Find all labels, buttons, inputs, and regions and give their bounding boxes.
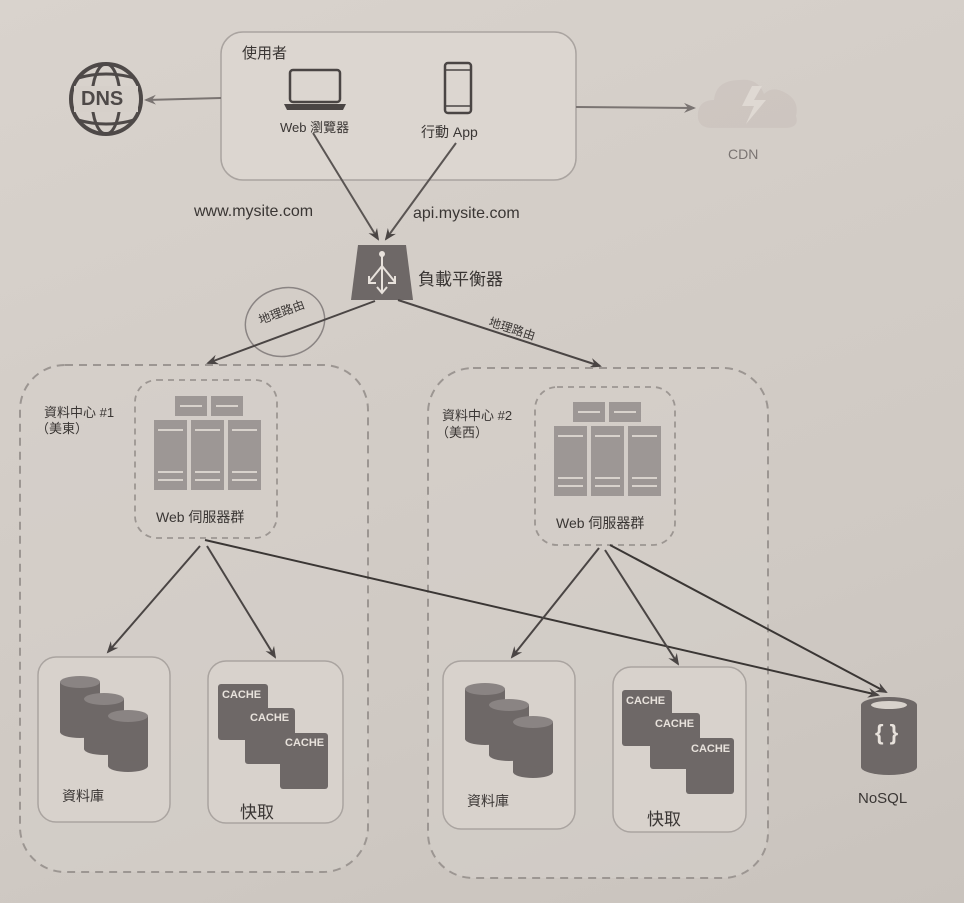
dc1-database-label[interactable]: 資料庫 [62, 788, 104, 804]
dc1-database-icon [60, 676, 148, 772]
datacenter-2-title: 資料中心 #2 [442, 408, 513, 423]
dc1-server-rack-icon [154, 396, 261, 490]
dc2-server-rack-icon [554, 402, 661, 496]
load-balancer-icon [351, 245, 413, 300]
dc2-web-to-db-arrow [510, 547, 600, 659]
users-title: 使用者 [242, 45, 288, 62]
dc1-cache-label[interactable]: 快取 [240, 803, 274, 822]
dc1-web-to-cache-arrow [206, 545, 277, 659]
api-domain-label: api.mysite.com [413, 205, 520, 222]
dc1-cache-tag: CACHE [285, 737, 325, 749]
datacenter-2-region: （美西） [436, 425, 489, 440]
dc2-cache-tag: CACHE [626, 695, 666, 707]
web-browser-label[interactable]: Web 瀏覽器 [280, 120, 350, 135]
dc1-web-server-cluster-box [134, 379, 278, 539]
dc2-web-servers-label[interactable]: Web 伺服器群 [556, 515, 645, 531]
cdn-label[interactable]: CDN [728, 146, 759, 162]
nosql-braces-icon: { } [875, 720, 899, 745]
dc2-cache-icon [622, 690, 734, 794]
cdn-cloud-icon [697, 79, 797, 128]
dc2-cache-tag: CACHE [691, 743, 731, 755]
dc1-cache-tag: CACHE [222, 689, 262, 701]
dc2-cache-label[interactable]: 快取 [647, 810, 681, 829]
dc2-cache-tag: CACHE [655, 718, 695, 730]
mobile-app-label[interactable]: 行動 App [421, 124, 478, 140]
laptop-icon [284, 68, 346, 110]
lb-to-dc2-arrow [397, 299, 602, 368]
dc2-database-label[interactable]: 資料庫 [467, 793, 509, 809]
mobile-phone-icon [443, 61, 473, 115]
dc1-cache-icon [218, 684, 328, 789]
dc2-web-to-nosql-arrow [609, 544, 888, 693]
dc1-web-servers-label[interactable]: Web 伺服器群 [156, 509, 245, 525]
dns-globe-icon [69, 62, 143, 136]
dc2-web-server-cluster-box [534, 386, 676, 546]
users-to-cdn-arrow [575, 102, 696, 113]
dc2-web-to-cache-arrow [604, 549, 680, 666]
datacenter-1-region: （美東） [36, 421, 89, 436]
dns-label[interactable]: DNS [81, 88, 124, 110]
datacenter-1-title: 資料中心 #1 [44, 405, 115, 420]
nosql-database-icon [861, 697, 917, 775]
load-balancer-label[interactable]: 負載平衡器 [418, 270, 503, 289]
dc1-web-to-db-arrow [106, 545, 201, 654]
handdrawn-circle-annotation [244, 286, 326, 358]
dc1-web-to-nosql-arrow [204, 539, 880, 698]
dc1-cache-tag: CACHE [250, 712, 290, 724]
users-to-dns-arrow [144, 94, 222, 105]
web-domain-label: www.mysite.com [194, 203, 314, 220]
dc2-database-icon [465, 683, 553, 778]
nosql-label[interactable]: NoSQL [858, 790, 908, 807]
lb-to-dc1-arrow [206, 300, 376, 365]
app-to-lb-arrow [384, 142, 457, 241]
web-to-lb-arrow [312, 132, 380, 241]
